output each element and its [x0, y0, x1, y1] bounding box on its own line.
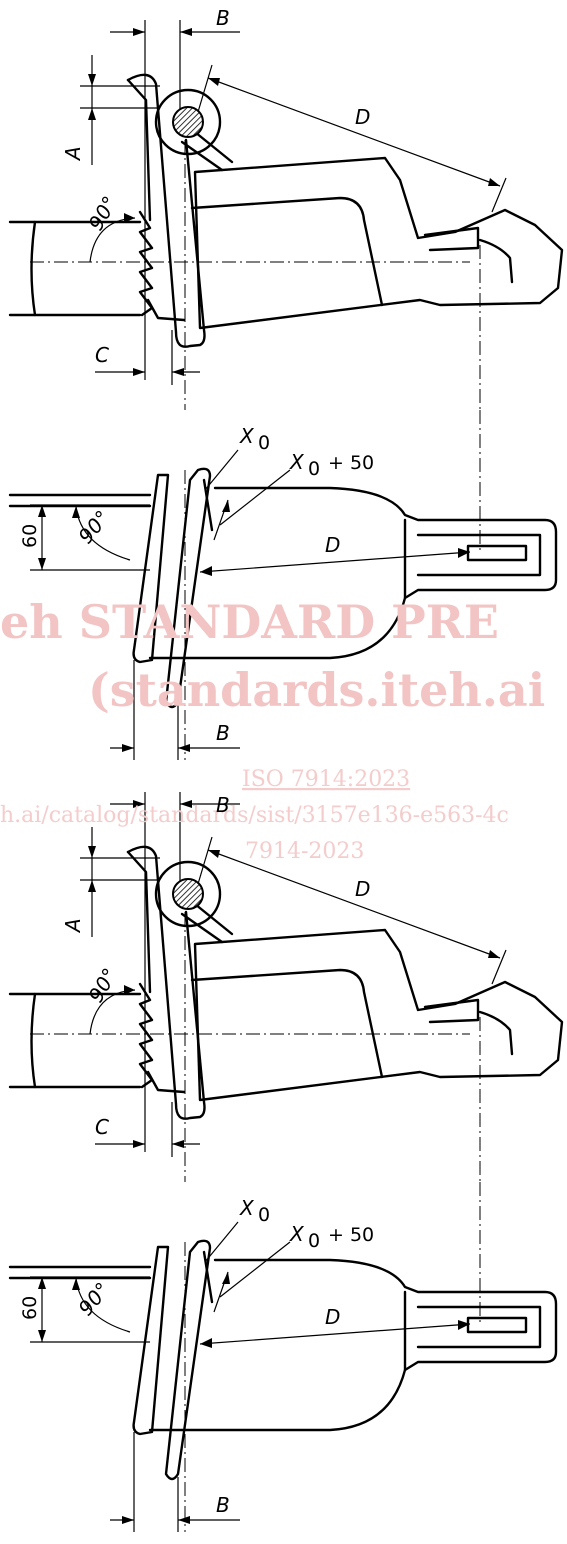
label-c: C [95, 343, 109, 367]
label-x0-2: X [239, 1196, 255, 1220]
watermark-line4: h.ai/catalog/standards/sist/3157e136-e56… [0, 803, 509, 828]
label-c-2: C [95, 1115, 109, 1139]
label-90-top-2: 90° [73, 1278, 114, 1321]
label-plus50: + 50 [328, 452, 374, 474]
label-x0-sub-2: 0 [258, 1204, 270, 1226]
label-x0-50: X [289, 450, 305, 474]
watermark-line3: ISO 7914:2023 [242, 767, 410, 792]
label-b-bottom: B [216, 721, 230, 745]
label-90-top: 90° [73, 506, 114, 549]
label-b-bottom-2: B [216, 1493, 230, 1517]
watermark-line2: (standards.iteh.ai [88, 663, 545, 717]
label-a: A [61, 146, 85, 162]
label-plus50-2: + 50 [328, 1224, 374, 1246]
label-x0: X [239, 424, 255, 448]
label-90-side: 90° [84, 192, 123, 235]
label-90-side-2: 90° [84, 964, 123, 1007]
label-b-top-2: B [216, 793, 230, 817]
label-d-top-2: D [325, 1305, 340, 1329]
label-d-side-2: D [355, 877, 370, 901]
watermark-line1: eh STANDARD PRE [0, 595, 499, 649]
label-x0-50-sub-2: 0 [308, 1230, 320, 1252]
label-x0-50-sub: 0 [308, 458, 320, 480]
label-60-2: 60 [19, 1296, 41, 1320]
watermark-line5: 7914-2023 [245, 839, 364, 864]
label-x0-sub: 0 [258, 432, 270, 454]
label-d-top: D [325, 533, 340, 557]
label-60: 60 [19, 524, 41, 548]
label-x0-50-2: X [289, 1222, 305, 1246]
label-d-side: D [355, 105, 370, 129]
label-b-top: B [216, 6, 230, 30]
label-a-2: A [61, 918, 85, 934]
